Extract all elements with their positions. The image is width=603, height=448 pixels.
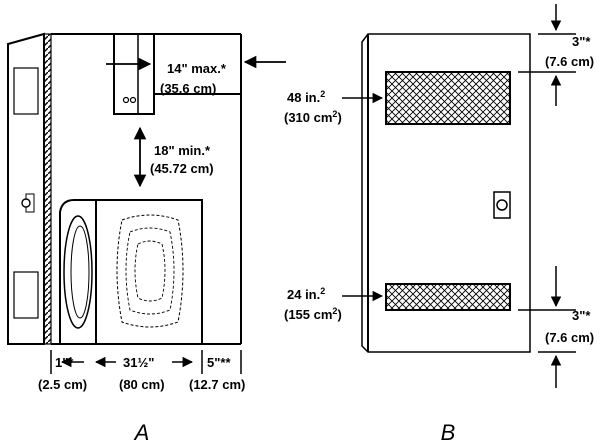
- left-gap-label: 1"*: [55, 355, 74, 370]
- top-vent-area-label: 48 in.2: [287, 89, 325, 105]
- figure-a-caption: A: [133, 420, 150, 445]
- bottom-vent: [385, 283, 511, 311]
- left-gap-metric: (2.5 cm): [38, 377, 87, 392]
- top-spacing-metric: (7.6 cm): [545, 54, 594, 69]
- closet-door: [7, 32, 45, 345]
- width-label: 31½": [123, 355, 154, 370]
- shelf-depth-label: 14" max.*: [167, 61, 227, 76]
- bottom-spacing-label: 3"*: [572, 308, 591, 323]
- top-vent: [385, 71, 511, 125]
- upper-cabinet: [113, 33, 241, 115]
- bottom-dimension-ticks: [50, 350, 242, 374]
- vertical-clearance-label: 18" min.*: [154, 143, 211, 158]
- door-handle: [493, 191, 511, 219]
- door-knob-icon: [21, 198, 31, 208]
- width-metric: (80 cm): [119, 377, 165, 392]
- door-knob-icon: [496, 199, 508, 211]
- right-gap-label: 5"**: [207, 355, 231, 370]
- figure-b-caption: B: [441, 420, 456, 445]
- figure-b: 48 in.2 (310 cm2) 24 in.2 (155 cm2) 3"* …: [284, 4, 594, 445]
- wall-section: [43, 33, 52, 345]
- top-vent-area-metric: (310 cm2): [284, 109, 342, 125]
- dryer-appliance: [59, 199, 203, 345]
- bottom-spacing-dimension: [518, 266, 576, 388]
- shelf-depth-metric: (35.6 cm): [160, 81, 216, 96]
- top-spacing-label: 3"*: [572, 34, 591, 49]
- bottom-vent-area-metric: (155 cm2): [284, 306, 342, 322]
- bottom-vent-area-label: 24 in.2: [287, 286, 325, 302]
- right-gap-metric: (12.7 cm): [189, 377, 245, 392]
- vertical-clearance-metric: (45.72 cm): [150, 161, 214, 176]
- top-spacing-dimension: [518, 4, 576, 106]
- figure-a: 14" max.* (35.6 cm) 18" min.* (45.72 cm)…: [7, 32, 286, 445]
- bottom-spacing-metric: (7.6 cm): [545, 330, 594, 345]
